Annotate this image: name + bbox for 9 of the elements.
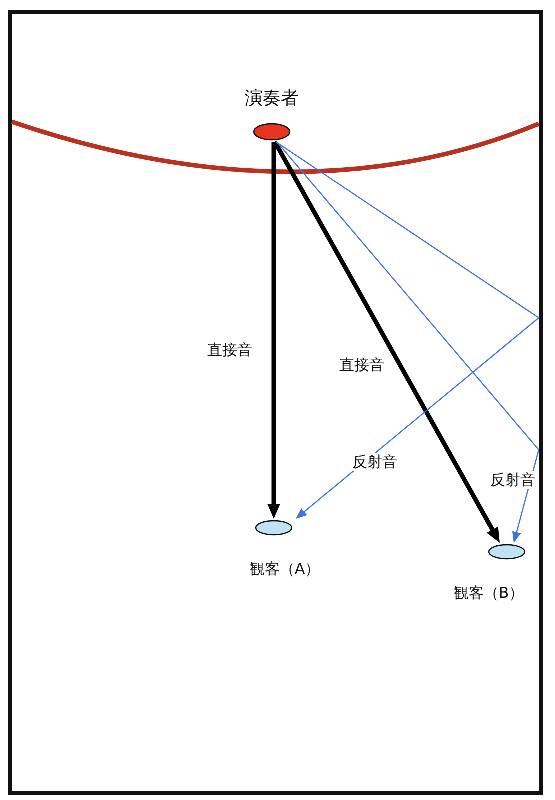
direct-sound-arrow: [268, 142, 280, 519]
direct-sound-arrow: [273, 140, 500, 543]
performer-label: 演奏者: [245, 88, 299, 110]
edge-label: 反射音: [350, 453, 400, 471]
edge-label: 直接音: [338, 356, 386, 374]
audience-label: 観客（A）: [250, 560, 320, 578]
edge-label: 反射音: [488, 471, 538, 489]
edge-label: 直接音: [206, 341, 254, 359]
audience-label: 観客（B）: [454, 584, 524, 602]
